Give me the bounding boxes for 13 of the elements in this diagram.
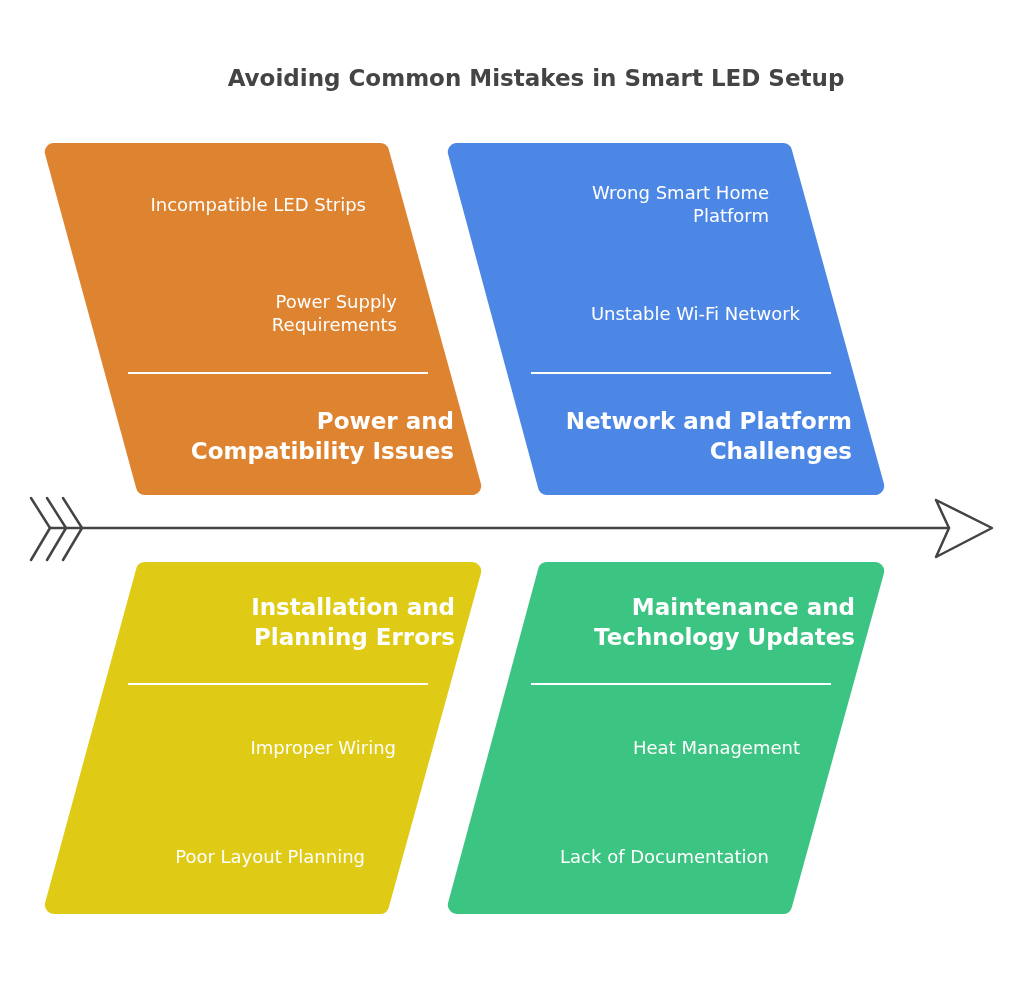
- cause-text: Heat Management: [633, 735, 800, 759]
- cause-text: Incompatible LED Strips: [150, 192, 366, 216]
- cause-text: Power Supply Requirements: [270, 290, 397, 336]
- cause-text: Unstable Wi-Fi Network: [590, 301, 800, 325]
- cause-text: Lack of Documentation: [560, 844, 769, 868]
- category-heading: Installation and Planning Errors: [250, 593, 455, 652]
- diagram-title: Avoiding Common Mistakes in Smart LED Setup: [227, 64, 845, 93]
- category-heading: Maintenance and Technology Updates: [593, 593, 855, 652]
- category-heading: Network and Platform Challenges: [564, 407, 852, 466]
- category-heading: Power and Compatibility Issues: [189, 407, 454, 466]
- cause-text: Poor Layout Planning: [175, 844, 365, 868]
- cause-text: Improper Wiring: [250, 735, 396, 759]
- cause-text: Wrong Smart Home Platform: [591, 181, 769, 227]
